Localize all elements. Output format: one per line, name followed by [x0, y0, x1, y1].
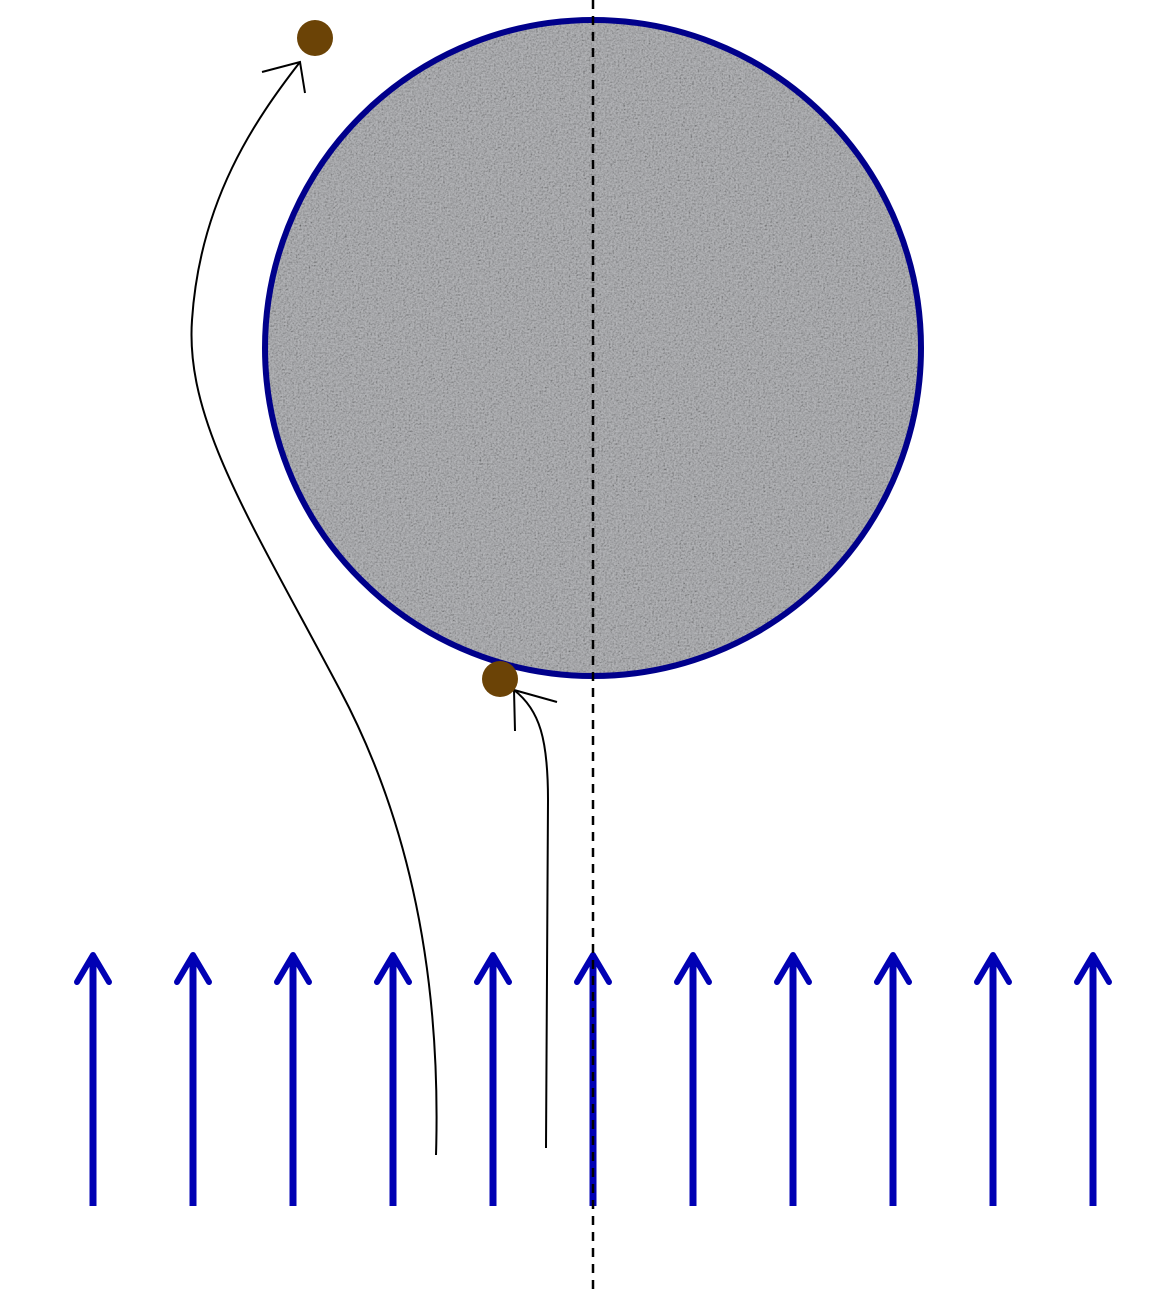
flow-arrow-head	[974, 952, 1012, 985]
trajectory-deflected-path	[190, 61, 438, 1156]
flow-arrows	[74, 952, 1112, 1206]
flow-arrow-head	[74, 952, 112, 985]
flow-arrow-head	[774, 952, 812, 985]
flow-arrow-head	[374, 952, 412, 985]
flow-arrow	[474, 952, 512, 1206]
flow-arrow-head	[1074, 952, 1112, 985]
trajectory-deflected	[190, 60, 438, 1156]
trajectory-collision-path	[513, 689, 550, 1149]
particle-deflected	[297, 20, 333, 56]
flow-arrow	[274, 952, 312, 1206]
flow-arrow	[974, 952, 1012, 1206]
flow-arrow-head	[674, 952, 712, 985]
flow-arrow	[74, 952, 112, 1206]
flow-arrow	[774, 952, 812, 1206]
trajectory-deflected-arrowhead	[261, 60, 306, 94]
particle-collision	[482, 661, 518, 697]
flow-arrow-head	[874, 952, 912, 985]
flow-arrow	[174, 952, 212, 1206]
flow-arrow-head	[274, 952, 312, 985]
flow-arrow	[374, 952, 412, 1206]
flow-arrow	[1074, 952, 1112, 1206]
flow-arrow	[674, 952, 712, 1206]
trajectory-collision	[512, 688, 558, 1149]
flow-arrow-head	[574, 952, 612, 985]
flow-arrow	[874, 952, 912, 1206]
flow-arrow-head	[474, 952, 512, 985]
flow-arrow-head	[174, 952, 212, 985]
